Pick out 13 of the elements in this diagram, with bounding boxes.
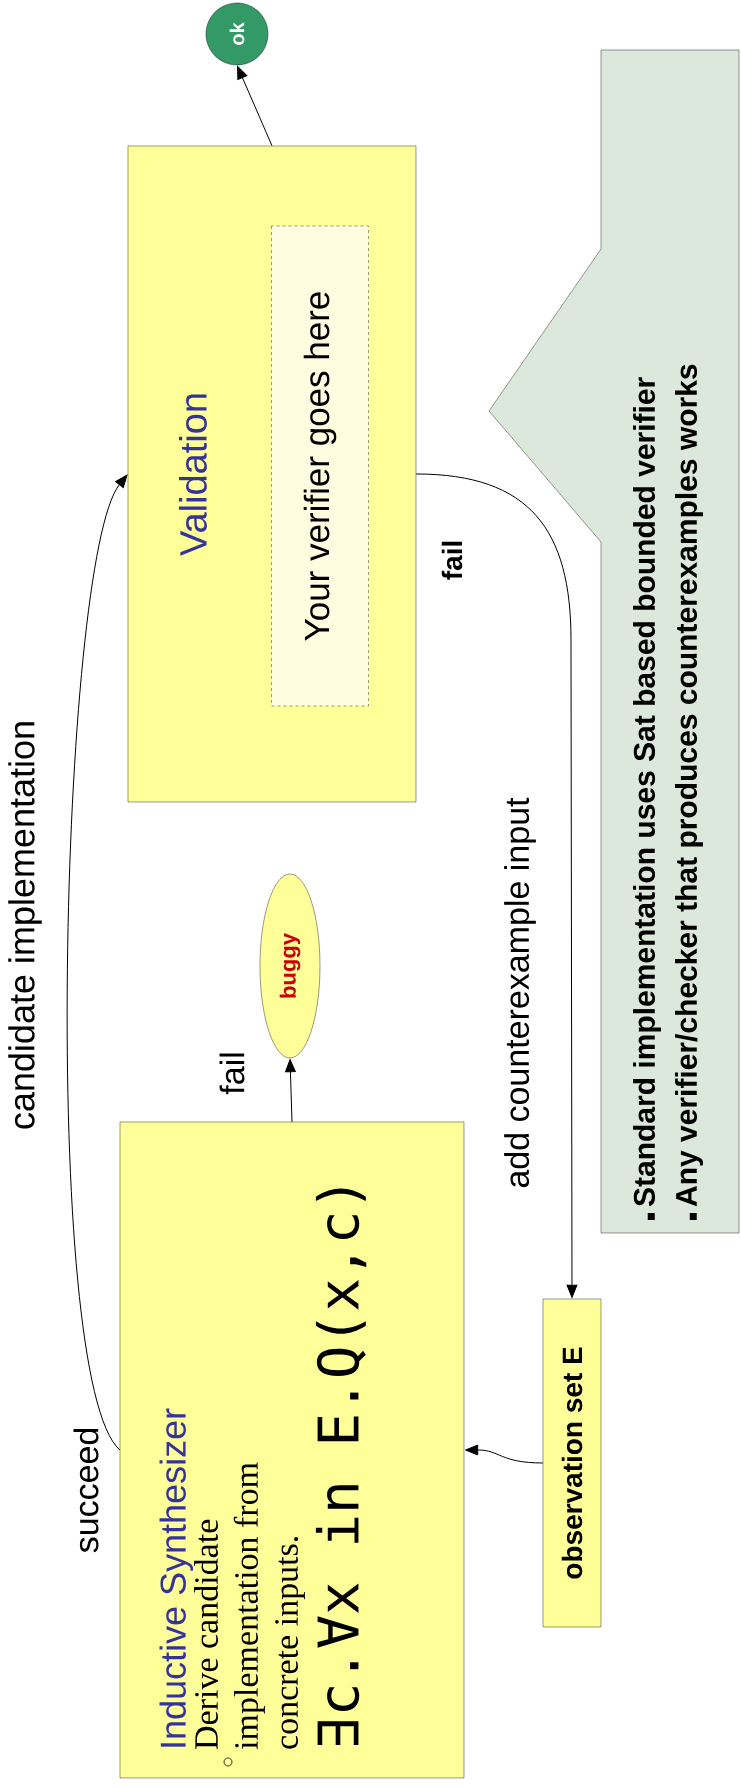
flow-label: add counterexample input: [502, 795, 538, 1191]
edge-label: fail: [439, 537, 465, 583]
arrow: [285, 1059, 296, 1123]
arrow: [66, 474, 128, 1451]
process-box: Inductive Synthesizer Derive candidate implementation from concrete inputs. ∃c.∀x in E.Q(x,c): [119, 1121, 465, 1779]
data-box: observation set E: [542, 1298, 602, 1628]
flow-label: succeed: [71, 1424, 101, 1556]
edge-label: candidate implementation: [6, 717, 44, 1133]
arrow: [415, 473, 578, 1298]
edge-label: fail: [217, 1049, 247, 1097]
placeholder-box: Your verifier goes here: [271, 225, 369, 707]
arrow: [237, 65, 273, 147]
arrow: [465, 1444, 544, 1464]
